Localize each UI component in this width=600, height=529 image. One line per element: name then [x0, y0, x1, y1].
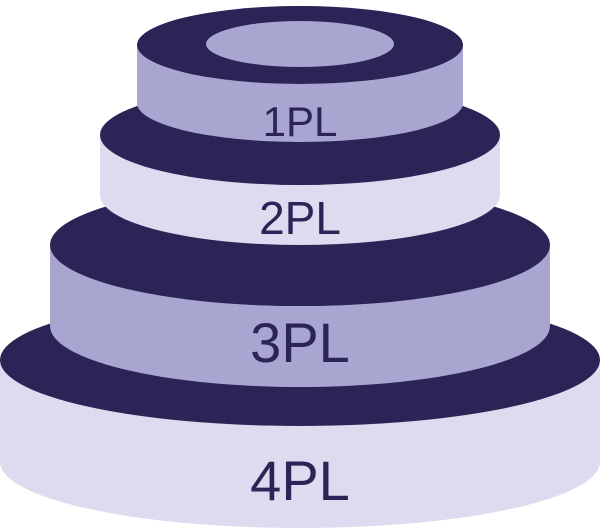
tier-2pl-label: 2PL	[259, 192, 341, 244]
tier-1pl-hole	[206, 21, 394, 67]
tier-1pl-label: 1PL	[263, 98, 338, 145]
tier-1pl: 1PL	[137, 6, 463, 145]
tier-4pl-label: 4PL	[250, 449, 350, 512]
tier-2pl-side	[100, 135, 500, 245]
tier-3pl-side	[50, 245, 550, 387]
tier-3pl-label: 3PL	[250, 311, 350, 374]
tier-1pl-side	[137, 45, 463, 142]
tier-4pl-side	[0, 360, 600, 528]
